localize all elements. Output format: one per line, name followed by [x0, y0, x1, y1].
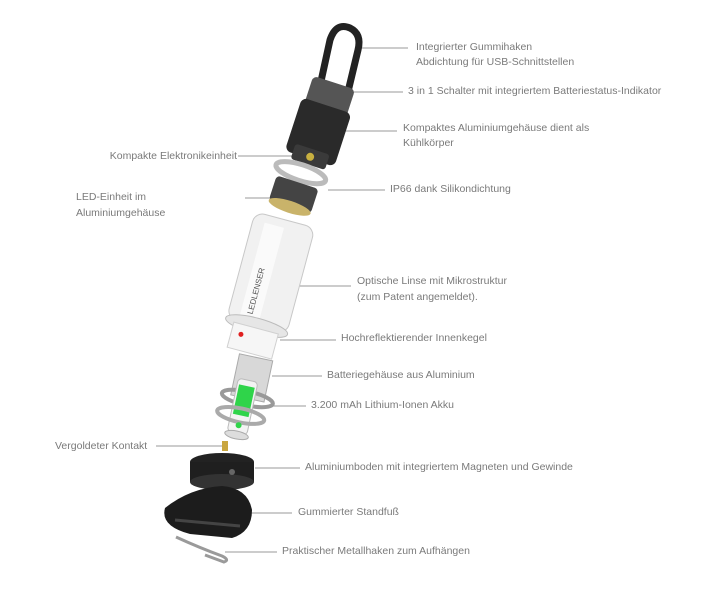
battery-housing [215, 353, 275, 441]
gold-contact [222, 441, 228, 451]
label-base: Aluminiumboden mit integriertem Magneten… [305, 461, 573, 473]
label-usb-seal: Abdichtung für USB-Schnittstellen [416, 56, 575, 68]
label-foot: Gummierter Standfuß [298, 506, 399, 518]
rubber-foot [164, 486, 252, 538]
label-cone: Hochreflektierender Innenkegel [341, 332, 487, 344]
label-metal-hook: Praktischer Metallhaken zum Aufhängen [282, 545, 470, 557]
rubber-hook [314, 23, 363, 104]
label-led-1: LED-Einheit im [76, 191, 147, 203]
label-ip66: IP66 dank Silikondichtung [390, 183, 511, 195]
label-battery-housing: Batteriegehäuse aus Aluminium [327, 369, 475, 381]
label-switch: 3 in 1 Schalter mit integriertem Batteri… [408, 85, 662, 97]
label-electronics: Kompakte Elektronikeinheit [109, 150, 237, 162]
label-contact: Vergoldeter Kontakt [55, 440, 148, 452]
label-hook: Integrierter Gummihaken [416, 41, 533, 53]
label-lens-1: Optische Linse mit Mikrostruktur [357, 275, 507, 287]
aluminium-housing [268, 77, 354, 216]
label-housing-1: Kompaktes Aluminiumgehäuse dient als [403, 122, 590, 134]
optical-lens: LEDLENSER [225, 213, 314, 360]
label-housing-2: Kühlkörper [403, 137, 454, 149]
aluminium-base [190, 453, 254, 490]
leader-lines [156, 47, 408, 553]
metal-hook [175, 535, 229, 564]
label-led-2: Aluminiumgehäuse [76, 207, 166, 219]
label-lens-2: (zum Patent angemeldet). [357, 291, 478, 303]
label-battery: 3.200 mAh Lithium-Ionen Akku [311, 399, 455, 411]
